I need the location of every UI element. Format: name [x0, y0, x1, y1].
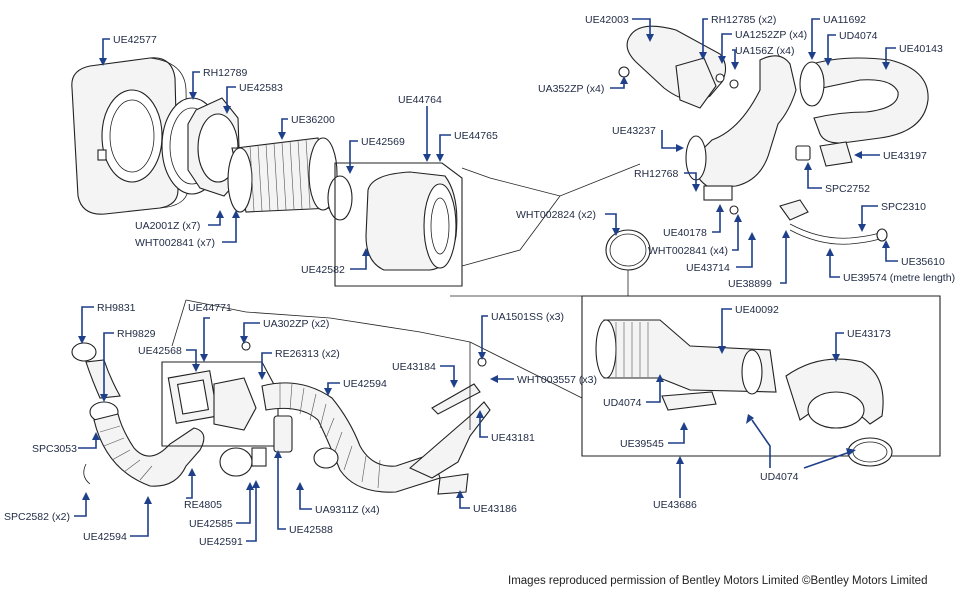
- label-UE43181: UE43181: [491, 432, 535, 444]
- label-UA11692: UA11692: [823, 14, 866, 26]
- label-WHT002841-x7: WHT002841 (x7): [135, 237, 215, 249]
- label-RE26313: RE26313 (x2): [275, 348, 340, 360]
- label-RH12785: RH12785 (x2): [711, 14, 776, 26]
- label-WHT003557: WHT003557 (x3): [517, 374, 597, 386]
- label-SPC2582: SPC2582 (x2): [4, 511, 70, 523]
- label-UE43714: UE43714: [686, 262, 730, 274]
- label-UA352ZP: UA352ZP (x4): [538, 83, 604, 95]
- label-UA1501SS: UA1501SS (x3): [491, 311, 564, 323]
- label-UA2001Z: UA2001Z (x7): [135, 220, 200, 232]
- label-UE44764: UE44764: [398, 94, 442, 106]
- label-UE44771: UE44771: [188, 302, 232, 314]
- label-UE42568: UE42568: [138, 345, 182, 357]
- label-UE39574: UE39574 (metre length): [843, 272, 955, 284]
- label-RH9829: RH9829: [117, 328, 156, 340]
- label-UE39545: UE39545: [620, 438, 664, 450]
- label-UE42585: UE42585: [189, 518, 233, 530]
- label-UA156Z: UA156Z (x4): [735, 45, 795, 57]
- label-UE38899: UE38899: [728, 278, 772, 290]
- label-UE42588: UE42588: [289, 524, 333, 536]
- label-UE42582: UE42582: [301, 264, 345, 276]
- label-RH9831: RH9831: [97, 302, 136, 314]
- label-WHT002841-x4: WHT002841 (x4): [648, 245, 728, 257]
- label-UE43184: UE43184: [392, 361, 436, 373]
- label-RH12768: RH12768: [634, 168, 679, 180]
- label-UE35610: UE35610: [901, 256, 945, 268]
- label-UA1252ZP: UA1252ZP (x4): [735, 29, 807, 41]
- label-UE42003: UE42003: [585, 14, 629, 26]
- label-RE4805: RE4805: [184, 499, 222, 511]
- label-UA9311Z: UA9311Z (x4): [315, 504, 380, 516]
- label-UE42569: UE42569: [361, 136, 405, 148]
- label-UE43686: UE43686: [653, 499, 697, 511]
- part-labels: UE42577 RH12789 UE42583 UE36200 UE44764 …: [4, 14, 955, 548]
- label-UE42594-mid: UE42594: [343, 378, 387, 390]
- leader-lines: [74, 18, 898, 542]
- label-SPC3053: SPC3053: [32, 443, 77, 455]
- copyright-credit: Images reproduced permission of Bentley …: [508, 575, 927, 587]
- label-UE43173: UE43173: [847, 328, 891, 340]
- label-UE42591: UE42591: [199, 536, 243, 548]
- label-RH12789: RH12789: [203, 67, 248, 79]
- label-UD4074-bot: UD4074: [760, 471, 799, 483]
- label-UE36200: UE36200: [291, 114, 335, 126]
- label-UE40092: UE40092: [735, 304, 779, 316]
- label-UE40143: UE40143: [899, 43, 943, 55]
- label-UE40178: UE40178: [663, 227, 707, 239]
- part-artwork: [71, 25, 941, 495]
- label-UE43237: UE43237: [612, 125, 656, 137]
- label-UE44765: UE44765: [454, 130, 498, 142]
- label-UE43197: UE43197: [883, 150, 927, 162]
- label-WHT002824: WHT002824 (x2): [516, 209, 596, 221]
- label-SPC2310: SPC2310: [881, 201, 926, 213]
- label-UD4074-mid: UD4074: [603, 397, 642, 409]
- label-UA302ZP: UA302ZP (x2): [263, 318, 329, 330]
- label-UE42583: UE42583: [239, 82, 283, 94]
- label-UE42577: UE42577: [113, 34, 157, 46]
- label-UE42594-bot: UE42594: [83, 531, 127, 543]
- label-UD4074-top: UD4074: [839, 30, 878, 42]
- label-UE43186: UE43186: [473, 503, 517, 515]
- label-SPC2752: SPC2752: [825, 183, 870, 195]
